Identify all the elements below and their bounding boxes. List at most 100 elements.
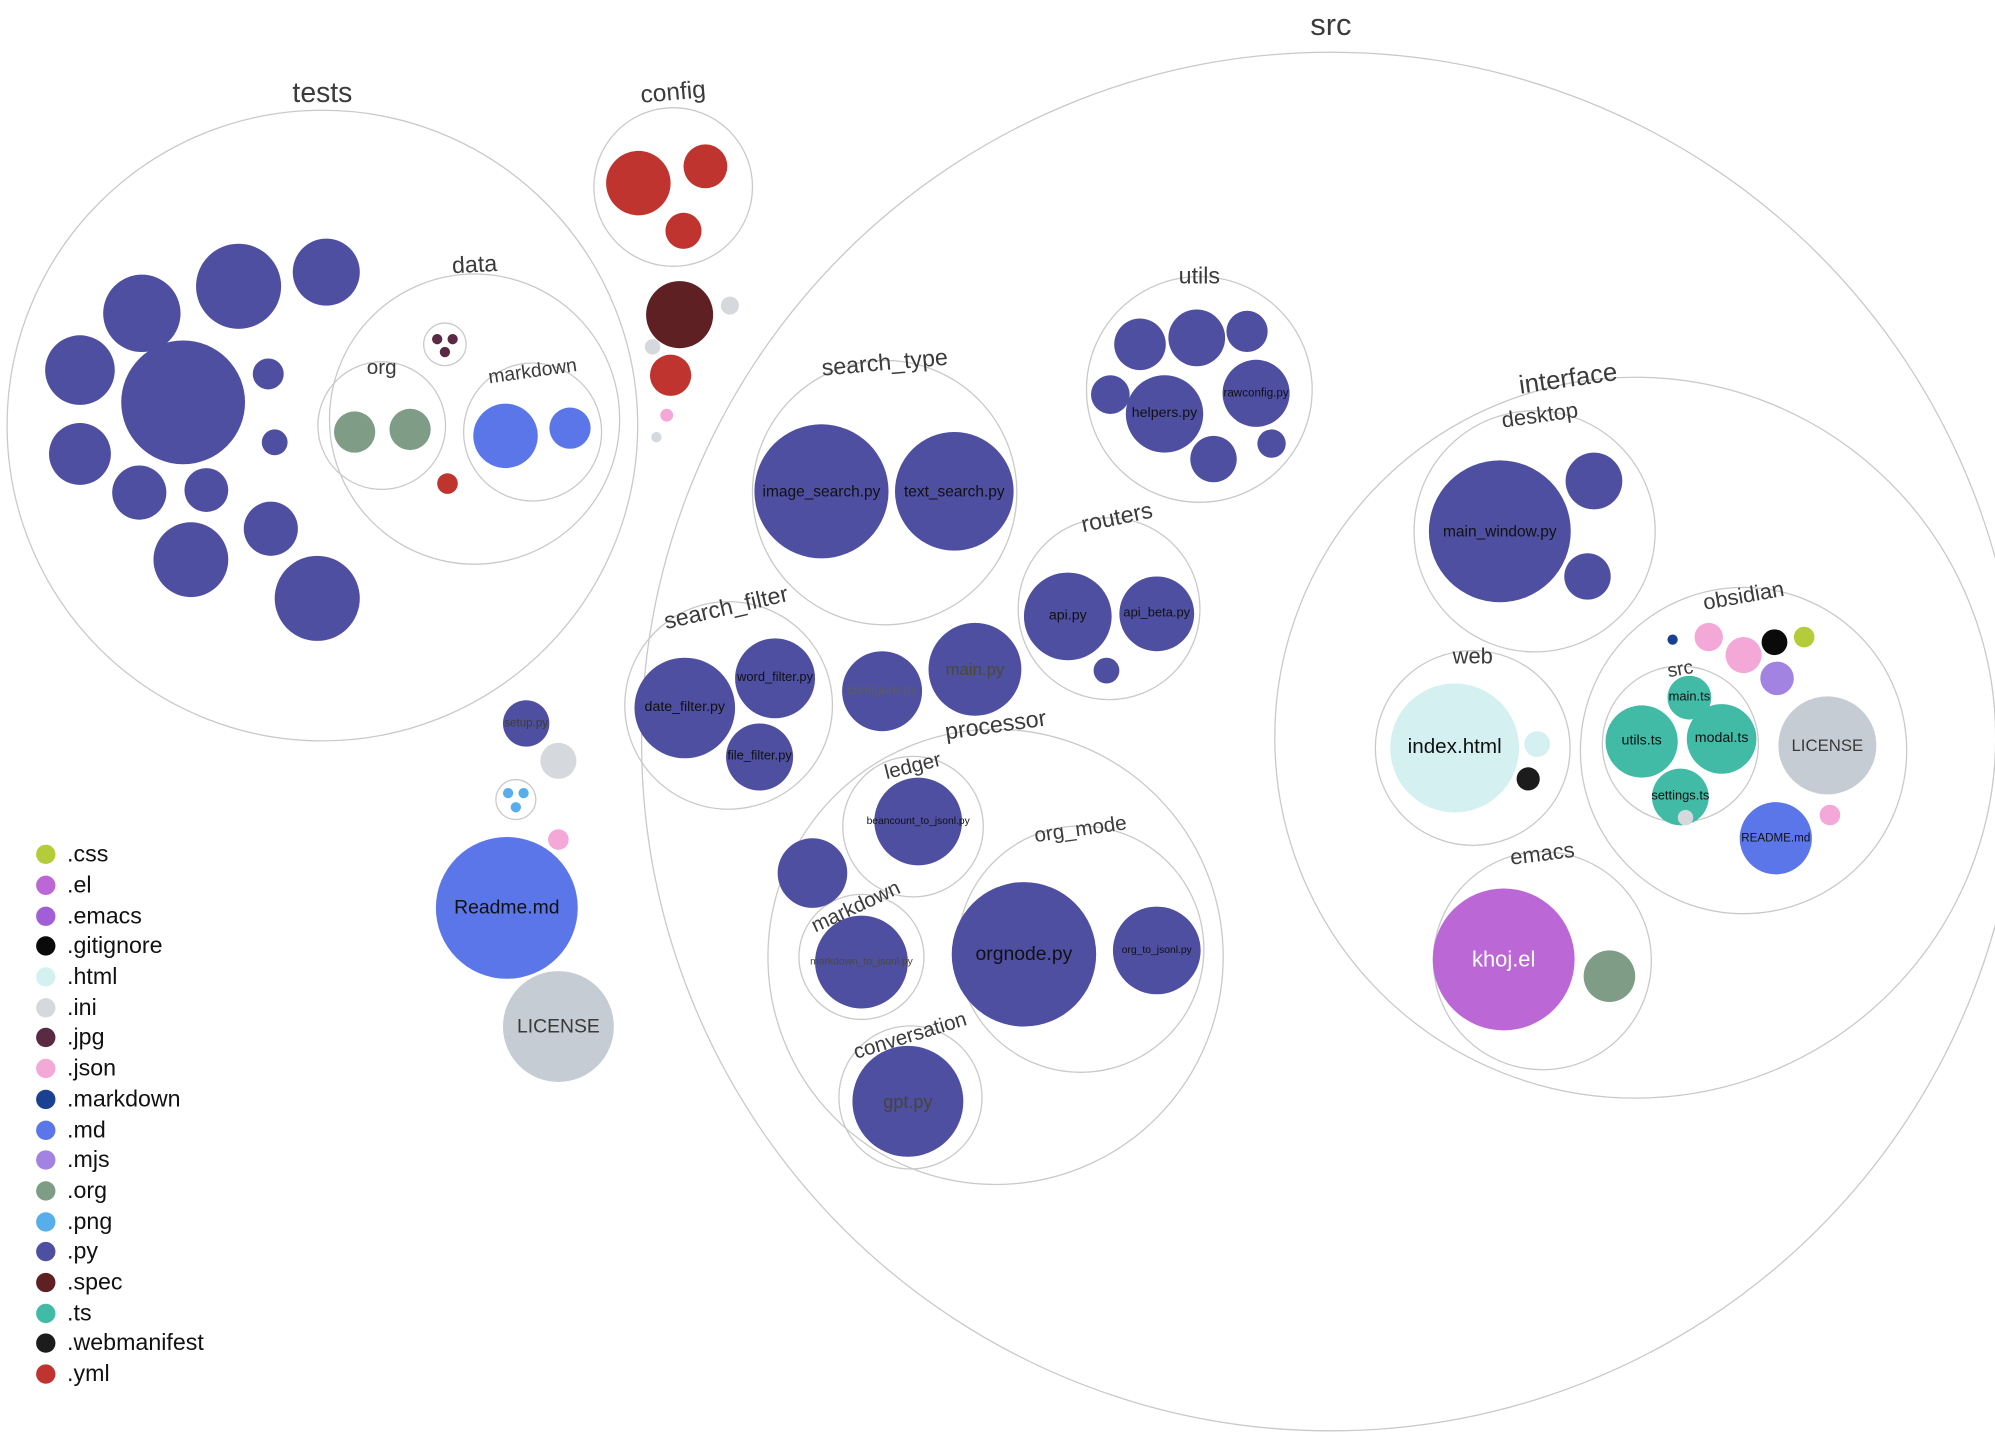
data-yml-file [437,473,458,494]
legend-label: .yml [67,1360,110,1387]
main-py-file [928,622,1022,716]
obsidian-src-folder-label: src [1665,656,1695,683]
org-folder [317,361,447,491]
legend: .css.el.emacs.gitignore.html.ini.jpg.jso… [36,840,204,1390]
desktop-folder [1413,410,1656,653]
index-html-file-label: index.html [1407,736,1502,759]
configure-py-file [842,651,923,732]
utils-ts-file-label: utils.ts [1621,733,1662,749]
legend-item-png: .png [36,1206,204,1237]
legend-label: .webmanifest [67,1330,204,1356]
utils-py-file [1190,435,1237,483]
obsidian-json-file [1819,804,1841,826]
obsidian-license-file [1778,696,1877,795]
legend-label: .ts [67,1299,92,1326]
setup-py-file-label: setup.py [504,716,549,730]
api-py-file-label: api.py [1048,608,1087,624]
utils-py-file [1091,375,1130,414]
legend-item-el: .el [36,870,204,901]
utils-py-file [1168,309,1226,367]
legend-label: .ini [67,993,97,1020]
tests-py-file [196,243,282,329]
legend-item-json: .json [36,1053,204,1084]
tests-py-file [252,358,284,390]
data-markdown-folder-label: markdown [486,354,579,389]
gpt-py-file-label: gpt.py [883,1091,933,1112]
tests-py-file [45,335,115,405]
helpers-py-file [1125,375,1204,453]
emacs-folder-label: emacs [1508,837,1576,870]
data-folder-label: data [451,250,498,279]
index-html-file [1390,683,1520,813]
web-folder-label: web [1452,644,1493,669]
search-filter-folder-label: search_filter [661,580,791,635]
markdown-to-jsonl-py-file-label: markdown_to_jsonl.py [810,955,913,968]
el-swatch-icon [36,875,56,896]
markdown-to-jsonl-py-file [815,915,908,1009]
root-png-file [510,802,521,813]
legend-item-spec: .spec [36,1267,204,1298]
legend-item-mjs: .mjs [36,1145,204,1176]
date-filter-py-file-label: date_filter.py [644,699,725,716]
data-images-folder [422,322,467,367]
beancount-to-jsonl-py-file-label: beancount_to_jsonl.py [866,815,970,827]
search-type-folder-label: search_type [820,344,949,381]
legend-label: .css [67,841,109,868]
word-filter-py-file [735,638,816,719]
legend-item-markdown: .markdown [36,1084,204,1115]
legend-label: .html [67,963,118,990]
legend-label: .md [67,1116,106,1142]
obsidian-ini-file [1677,809,1694,826]
tests-folder [6,109,639,742]
processor-markdown-folder-label: markdown [808,877,904,938]
obsidian-folder-label: obsidian [1701,576,1786,615]
legend-item-webmanifest: .webmanifest [36,1328,204,1359]
legend-label: .emacs [67,902,142,929]
obsidian-folder [1579,586,1908,915]
license-file [502,971,614,1082]
data-jpg-file [439,346,451,358]
data-md-file [473,403,538,469]
image-search-py-file [754,424,889,559]
config-yml-file [683,144,728,189]
api-beta-py-file-label: api_beta.py [1123,606,1191,621]
root-ini-file [540,742,577,779]
data-org-file [389,408,431,451]
main-window-py-file-label: main_window.py [1443,522,1557,541]
mjs-swatch-icon [36,1150,56,1170]
data-markdown-folder [462,362,603,502]
root-png-file [502,787,514,799]
file-filter-py-file [726,723,794,791]
processor-py-file [777,838,848,908]
rawconfig-py-file-label: rawconfig.py [1223,386,1289,400]
modal-ts-file [1686,704,1757,774]
legend-label: .py [67,1238,99,1265]
src-folder-label: src [1310,7,1352,43]
obsidian-license-file-label: LICENSE [1791,735,1864,756]
text-search-py-file [894,432,1014,551]
utils-folder [1085,275,1313,503]
routers-folder-label: routers [1078,497,1155,538]
legend-item-css: .css [36,840,204,871]
config-yml-file [606,150,671,216]
md-swatch-icon [36,1120,56,1140]
legend-item-gitignore: .gitignore [36,931,204,962]
tests-folder-label: tests [292,76,353,109]
khoj-el-file [1432,888,1575,1031]
obsidian-json-file [1694,622,1723,652]
search-type-folder [751,359,1018,626]
routers-folder [1017,517,1201,701]
tests-py-file [292,238,360,306]
config-yml-file [665,212,702,249]
jpg-swatch-icon [36,1028,56,1048]
tests-py-file [243,501,298,556]
data-jpg-file [432,334,443,345]
tests-py-file [153,522,229,598]
ledger-folder-label: ledger [882,749,944,785]
tests-py-file [184,468,229,512]
utils-py-file [1226,310,1268,353]
obsidian-json-file [1725,637,1762,674]
